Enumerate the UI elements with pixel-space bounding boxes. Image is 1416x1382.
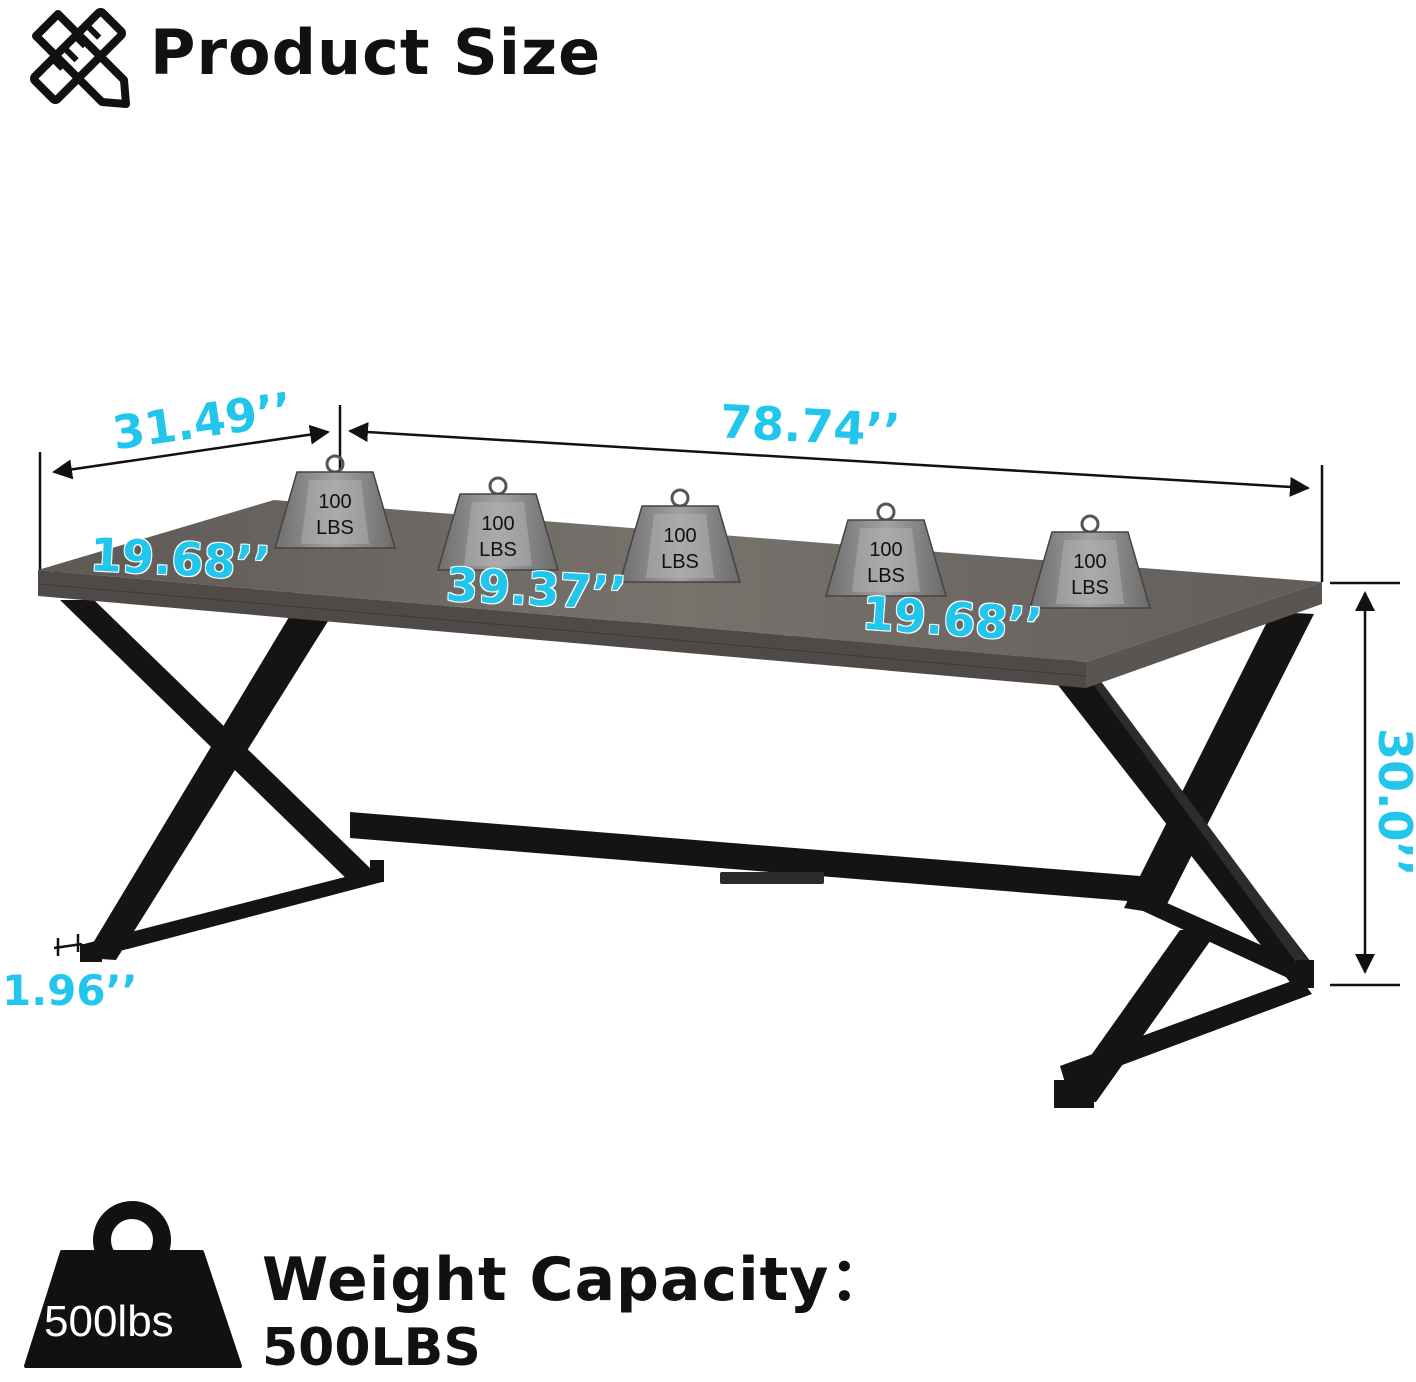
weight-capacity-value: 500LBS [262,1318,481,1378]
weight-unit: LBS [479,539,517,561]
weight-icon [24,1201,242,1368]
weight-unit: LBS [1071,577,1109,599]
weight-face [852,528,920,592]
weight-ring [670,488,690,508]
middle-section-dimension-label: 39.37’’ [444,557,628,621]
weight-value: 100 [869,539,902,561]
weight-ring [876,502,896,522]
weight-value: 100 [318,491,351,513]
weight-unit: LBS [661,551,699,573]
weight-unit: LBS [867,565,905,587]
weight-unit: LBS [316,517,354,539]
table-frame [60,600,1314,1108]
weight-face [301,480,369,544]
weight-face [1056,540,1124,604]
page-title: Product Size [150,16,602,89]
left-section-dimension-label: 19.68’’ [88,527,272,591]
ruler-pencil-icon [29,7,130,108]
leg-width-dimension-label: 1.96’’ [2,966,138,1015]
right-section-dimension-label: 19.68’’ [860,585,1045,653]
weight-ring [1080,514,1100,534]
weight-face [646,514,714,578]
height-dimension-label: 30.0’’ [1368,728,1416,877]
weight-value: 100 [481,513,514,535]
weight-badge-label: 500lbs [44,1297,174,1346]
weight-face [464,502,532,566]
weight-capacity-label: Weight Capacity： [262,1245,891,1315]
weight-ring [488,476,508,496]
length-dimension-label: 78.74’’ [718,394,902,458]
weight-value: 100 [1073,551,1106,573]
weight-value: 100 [663,525,696,547]
